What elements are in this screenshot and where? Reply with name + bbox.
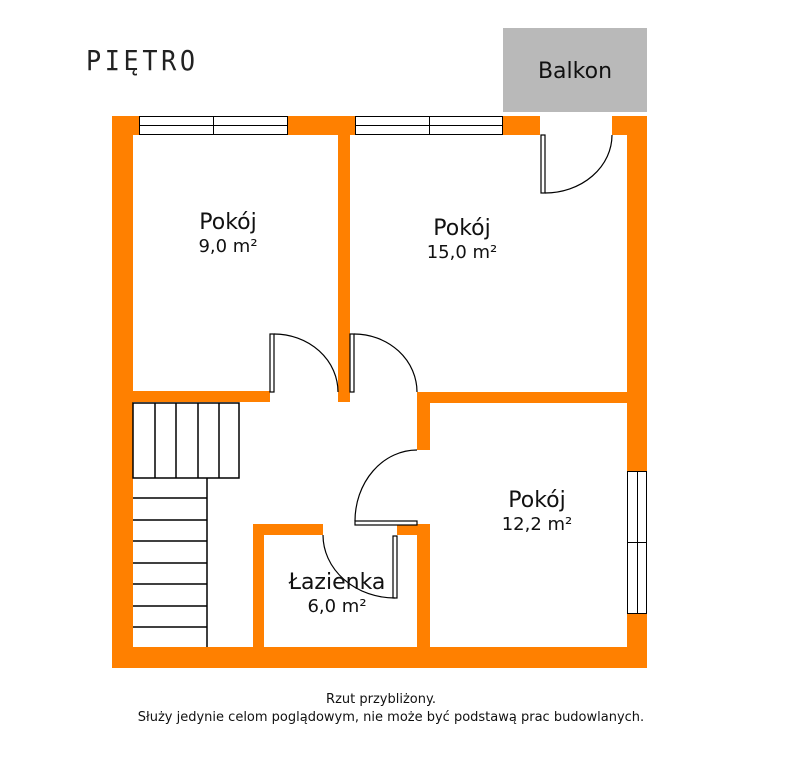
outer-wall-left bbox=[112, 116, 133, 668]
room-1-label: Pokój 9,0 m² bbox=[168, 210, 288, 258]
room-2-name: Pokój bbox=[433, 216, 491, 241]
outer-wall-top-seg2 bbox=[288, 116, 355, 135]
bathroom-wall-left bbox=[253, 524, 264, 647]
outer-wall-top-seg4 bbox=[612, 116, 647, 135]
door-icons bbox=[269, 134, 613, 599]
outer-wall-bottom bbox=[112, 647, 647, 668]
footer-note-line2: Służy jedynie celom poglądowym, nie może… bbox=[137, 710, 645, 725]
floor-title: PIĘTRO bbox=[86, 44, 199, 77]
room-2-label: Pokój 15,0 m² bbox=[402, 216, 522, 264]
balcony bbox=[503, 28, 647, 112]
outer-wall-top-seg3 bbox=[503, 116, 540, 135]
bathroom-wall-top-left bbox=[253, 524, 323, 535]
room-4-name: Łazienka bbox=[288, 570, 386, 595]
room-3-area: 12,2 m² bbox=[501, 514, 573, 535]
bathroom-wall-top-right bbox=[397, 524, 430, 535]
window-right-d bbox=[637, 542, 647, 614]
room-3-name: Pokój bbox=[508, 488, 566, 513]
stairs-icon bbox=[132, 402, 240, 647]
outer-wall-top-seg1 bbox=[112, 116, 139, 135]
interior-wall-right-room-left-top bbox=[417, 392, 430, 450]
window-top-mid-d bbox=[429, 125, 503, 135]
interior-wall-mid-room-bottom bbox=[417, 392, 627, 403]
interior-wall-left-room-bottom bbox=[133, 391, 270, 402]
room-1-name: Pokój bbox=[199, 210, 257, 235]
interior-wall-vertical-mid bbox=[338, 135, 350, 402]
room-4-area: 6,0 m² bbox=[307, 596, 367, 617]
room-4-label: Łazienka 6,0 m² bbox=[277, 570, 397, 618]
interior-wall-right-room-left-bottom bbox=[417, 524, 430, 647]
room-2-area: 15,0 m² bbox=[426, 242, 498, 263]
room-1-area: 9,0 m² bbox=[198, 236, 258, 257]
balcony-label: Balkon bbox=[537, 59, 613, 84]
room-3-label: Pokój 12,2 m² bbox=[477, 488, 597, 536]
window-top-left-d bbox=[213, 125, 288, 135]
footer-note-line1: Rzut przybliżony. bbox=[326, 692, 436, 707]
